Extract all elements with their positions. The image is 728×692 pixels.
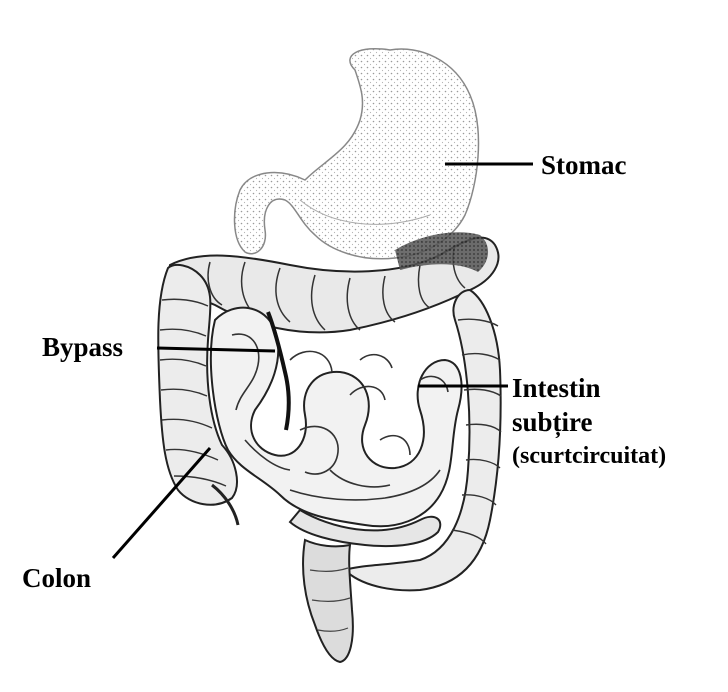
bypass-leader-line	[156, 346, 276, 353]
colon-leader-line	[111, 447, 212, 559]
small-intestine-label-line1: Intestin	[512, 373, 601, 403]
ascending-colon	[157, 263, 240, 526]
colon-label: Colon	[22, 563, 92, 593]
small-intestine-label: Intestin subțire (scurtcircuitat)	[512, 371, 666, 473]
small-intestine-label-line3: (scurtcircuitat)	[512, 443, 667, 469]
small-intestine-loops	[209, 306, 463, 528]
small-intestine-label-line2: subțire	[512, 407, 593, 437]
rectum	[302, 538, 354, 664]
stomach-shape	[233, 48, 480, 260]
small-intestine-folds	[231, 333, 449, 501]
bypass-label: Bypass	[42, 332, 124, 362]
small-intestine-lower-loop	[288, 508, 442, 548]
bypass-connection	[266, 311, 291, 431]
stomach-label: Stomac	[541, 150, 627, 180]
